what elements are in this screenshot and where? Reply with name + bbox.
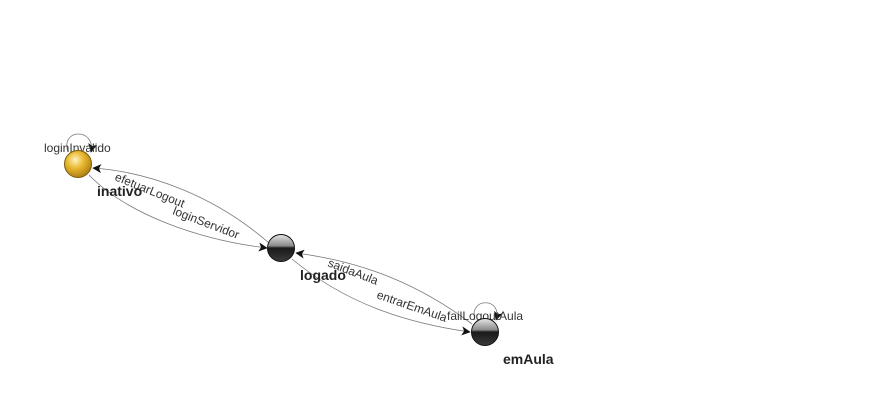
state-label-emAula: emAula bbox=[503, 351, 554, 367]
state-node-emAula[interactable] bbox=[471, 318, 499, 346]
state-logado[interactable]: logado bbox=[267, 234, 346, 284]
state-inativo[interactable]: inativo bbox=[64, 150, 143, 200]
state-node-logado[interactable] bbox=[267, 234, 295, 262]
transition-loginInvalido[interactable]: loginInvalido bbox=[44, 133, 111, 155]
transition-failLogoutAula[interactable]: failLogoutAula bbox=[447, 302, 523, 323]
state-emAula[interactable]: emAula bbox=[471, 318, 554, 368]
transition-label-entrarEmAula: entrarEmAula bbox=[375, 288, 449, 325]
state-label-inativo: inativo bbox=[97, 183, 142, 199]
initial-state-node[interactable] bbox=[64, 150, 92, 178]
transition-label-loginInvalido: loginInvalido bbox=[44, 141, 111, 155]
state-label-logado: logado bbox=[300, 267, 346, 283]
transition-label-failLogoutAula: failLogoutAula bbox=[447, 309, 523, 323]
